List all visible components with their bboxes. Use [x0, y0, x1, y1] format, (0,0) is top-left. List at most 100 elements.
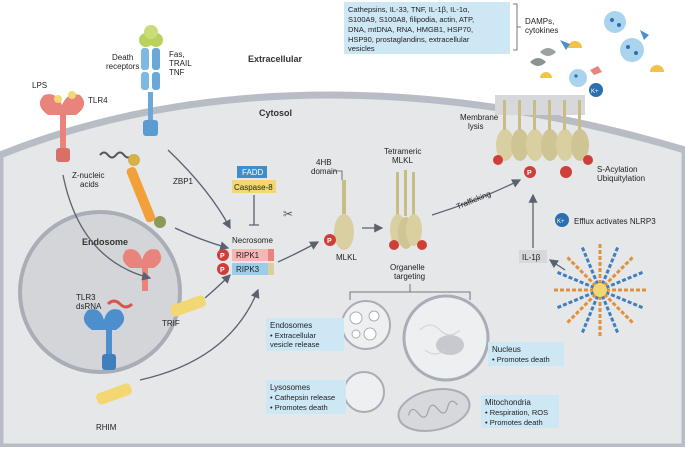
- endosomes-bullet-2: vesicle release: [270, 340, 320, 349]
- lysosomes-label-box: Lysosomes • Cathepsin release • Promotes…: [266, 380, 346, 414]
- damp-k-ion: K+: [591, 89, 599, 95]
- lysosomes-title: Lysosomes: [270, 383, 310, 392]
- k-ion-label: K+: [557, 219, 565, 225]
- damps-line-2: S100A9, S100A8, filipodia, actin, ATP,: [348, 15, 474, 24]
- arrow-zbp1-necrosome: [174, 227, 230, 251]
- membrane-lysis-label-1: Membrane: [460, 113, 499, 122]
- caspase8-label: Caspase-8: [234, 183, 273, 192]
- k-ion: [555, 213, 569, 227]
- arrow-tlr4-necrosome: [62, 174, 152, 281]
- nucleus-title: Nucleus: [492, 345, 521, 354]
- extracellular-label: Extracellular: [248, 54, 303, 64]
- ripk1-p: P: [220, 253, 225, 260]
- z-nucleic-label-2: acids: [80, 180, 99, 189]
- endosomes-label-box: Endosomes • Extracellular vesicle releas…: [266, 318, 344, 351]
- nlrp3-spoke: [603, 293, 634, 324]
- lysosomes-bullet-2: • Promotes death: [270, 403, 328, 412]
- damps-label-2: cytokines: [525, 26, 558, 35]
- death-receptors-label-2: receptors: [106, 62, 139, 71]
- arrow-trif-necrosome: [204, 274, 231, 299]
- endosomes-bullet-1: • Extracellular: [270, 331, 316, 340]
- damps-line-5: vesicles: [348, 44, 375, 53]
- nlrp3-core: [593, 283, 607, 297]
- trail-label: TRAIL: [169, 59, 192, 68]
- acylation-label: S-Acylation: [597, 165, 637, 174]
- mitochondria-label-box: Mitochondria • Respiration, ROS • Promot…: [481, 395, 559, 428]
- nlrp3-spoke: [581, 294, 600, 334]
- death-receptor: [139, 25, 163, 136]
- nlrp3-spoke: [600, 246, 619, 286]
- tlr4-receptor: [39, 91, 85, 162]
- membrane-pore: P: [493, 95, 593, 178]
- hb-domain-pointer: [334, 170, 343, 180]
- nlrp3-spoke: [566, 293, 597, 324]
- mlkl-p: P: [327, 238, 332, 245]
- nucleus-label-box: Nucleus • Promotes death: [488, 342, 564, 366]
- arrow-necrosome-mlkl: [277, 241, 320, 263]
- efflux-label: Efflux activates NLRP3: [574, 217, 656, 226]
- lysosome-organelle: [343, 371, 385, 413]
- nucleus-bullet: • Promotes death: [492, 355, 550, 364]
- ripk1-label: RIPK1: [236, 251, 260, 260]
- nlrp3-spoke: [603, 256, 634, 287]
- tetramer-label-1: Tetrameric: [384, 147, 421, 156]
- trif-adapter: [170, 295, 206, 317]
- organelle-bracket: [349, 284, 471, 300]
- endosome: [18, 210, 182, 374]
- arrow-nlrp3-il1b: [548, 259, 566, 271]
- endosome-label: Endosome: [82, 237, 128, 247]
- necrosome-title: Necrosome: [232, 236, 273, 245]
- fadd-label: FADD: [242, 168, 264, 177]
- damps-bracket: [513, 3, 521, 51]
- damps-line-1: Cathepsins, IL-33, TNF, IL-1β, IL-1α,: [348, 5, 469, 14]
- organelle-targeting-2: targeting: [394, 272, 425, 281]
- arrow-death-necrosome: [167, 149, 231, 230]
- fadd-box: FADD: [237, 166, 267, 178]
- nlrp3-spoke: [604, 290, 644, 309]
- nlrp3-spoke: [604, 271, 644, 290]
- damps-line-4: HSP90, prostaglandins, extracellular: [348, 35, 470, 44]
- mlkl-tetramer: [389, 170, 427, 250]
- nlrp3-spoke: [566, 256, 597, 287]
- z-nucleic-acid: [99, 151, 133, 159]
- lysosomes-bullet-1: • Cathepsin release: [270, 393, 335, 402]
- damps-line-3: DNA, mtDNA, RNA, HMGB1, HSP70,: [348, 25, 473, 34]
- mvb-organelle: [341, 300, 391, 350]
- hb-domain-label-1: 4HB: [316, 158, 332, 167]
- nlrp3-spoke: [581, 246, 600, 286]
- tnf-label: TNF: [169, 68, 185, 77]
- mlkl-label: MLKL: [336, 253, 357, 262]
- ripk3-box: P RIPK3: [217, 263, 274, 275]
- mlkl-monomer: P: [324, 180, 354, 250]
- arrow-rhim-necrosome: [139, 288, 260, 381]
- endosomes-title: Endosomes: [270, 321, 312, 330]
- organelle-targeting-1: Organelle: [390, 263, 425, 272]
- zbp1-label: ZBP1: [173, 177, 194, 186]
- tlr3-label: TLR3: [76, 293, 96, 302]
- il1b-label: IL-1β: [522, 253, 541, 262]
- rhim-label: RHIM: [96, 423, 117, 432]
- scissors-icon: ✂: [283, 207, 293, 221]
- ripk3-p: P: [220, 267, 225, 274]
- ubiquitylation-label: Ubiquitylation: [597, 174, 645, 183]
- hb-domain-label-2: domain: [311, 167, 337, 176]
- caspase8-box: Caspase-8: [232, 180, 276, 193]
- tlr4-label: TLR4: [88, 96, 108, 105]
- mitochondria-bullet-1: • Respiration, ROS: [485, 408, 548, 417]
- membrane-lysis-label-2: lysis: [468, 122, 484, 131]
- trif-label: TRIF: [162, 319, 180, 328]
- nlrp3-spoke: [556, 271, 596, 290]
- arrow-trafficking: [431, 179, 522, 216]
- pore-p: P: [527, 170, 532, 177]
- nlrp3-inflammasome: [554, 244, 646, 336]
- ripk1-box: P RIPK1: [217, 249, 274, 261]
- il1b-box: IL-1β: [519, 250, 547, 263]
- fas-label: Fas,: [169, 50, 185, 59]
- zbp1-protein: [126, 154, 166, 228]
- z-nucleic-label-1: Z-nucleic: [72, 171, 104, 180]
- lps-label: LPS: [32, 81, 47, 90]
- mitochondria-bullet-2: • Promotes death: [485, 418, 543, 427]
- dsrna-label: dsRNA: [76, 302, 102, 311]
- damps-label-1: DAMPs,: [525, 17, 554, 26]
